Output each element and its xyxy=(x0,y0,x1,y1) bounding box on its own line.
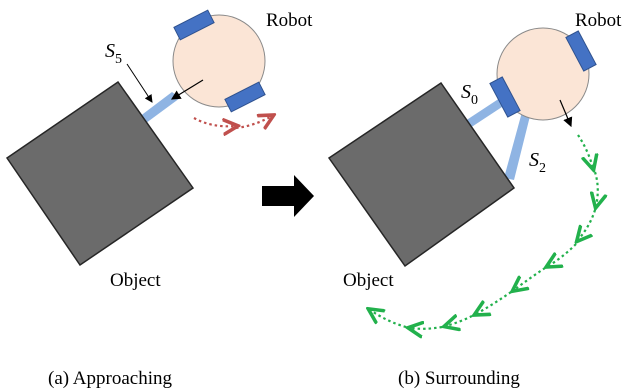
sensor-beam-s2 xyxy=(504,112,530,180)
transition-arrow-icon xyxy=(262,175,314,217)
robot-wheel-icon xyxy=(224,81,266,113)
robot-wheel-icon xyxy=(565,30,597,72)
robot-wheel-icon xyxy=(489,76,521,118)
object-square xyxy=(327,81,516,268)
approach-path xyxy=(193,116,272,128)
caption-approaching: (a) Approaching xyxy=(48,368,172,389)
sensor-label-s5: S5 xyxy=(105,40,122,67)
panel-approaching: Robot S5 Object (a) Approaching xyxy=(5,9,313,389)
robot-wheel-icon xyxy=(173,9,215,41)
heading-arrow xyxy=(559,99,573,128)
robot-label: Robot xyxy=(575,10,622,31)
sensor-pointer-arrow xyxy=(126,63,153,103)
robot-body xyxy=(496,27,590,121)
sensor-beam-s5 xyxy=(135,92,180,126)
object-label: Object xyxy=(110,270,161,291)
surround-path xyxy=(370,134,598,329)
robot-label: Robot xyxy=(266,10,313,31)
sensor-label-s2: S2 xyxy=(529,149,546,176)
object-square xyxy=(5,80,195,267)
sensor-beam-s0 xyxy=(462,98,505,130)
heading-arrow xyxy=(170,79,204,100)
caption-surrounding: (b) Surrounding xyxy=(398,368,520,389)
sensor-label-s0: S0 xyxy=(461,81,478,108)
panel-surrounding: Robot S0 S2 Object (b) Surrounding xyxy=(327,10,622,389)
object-label: Object xyxy=(343,270,394,291)
